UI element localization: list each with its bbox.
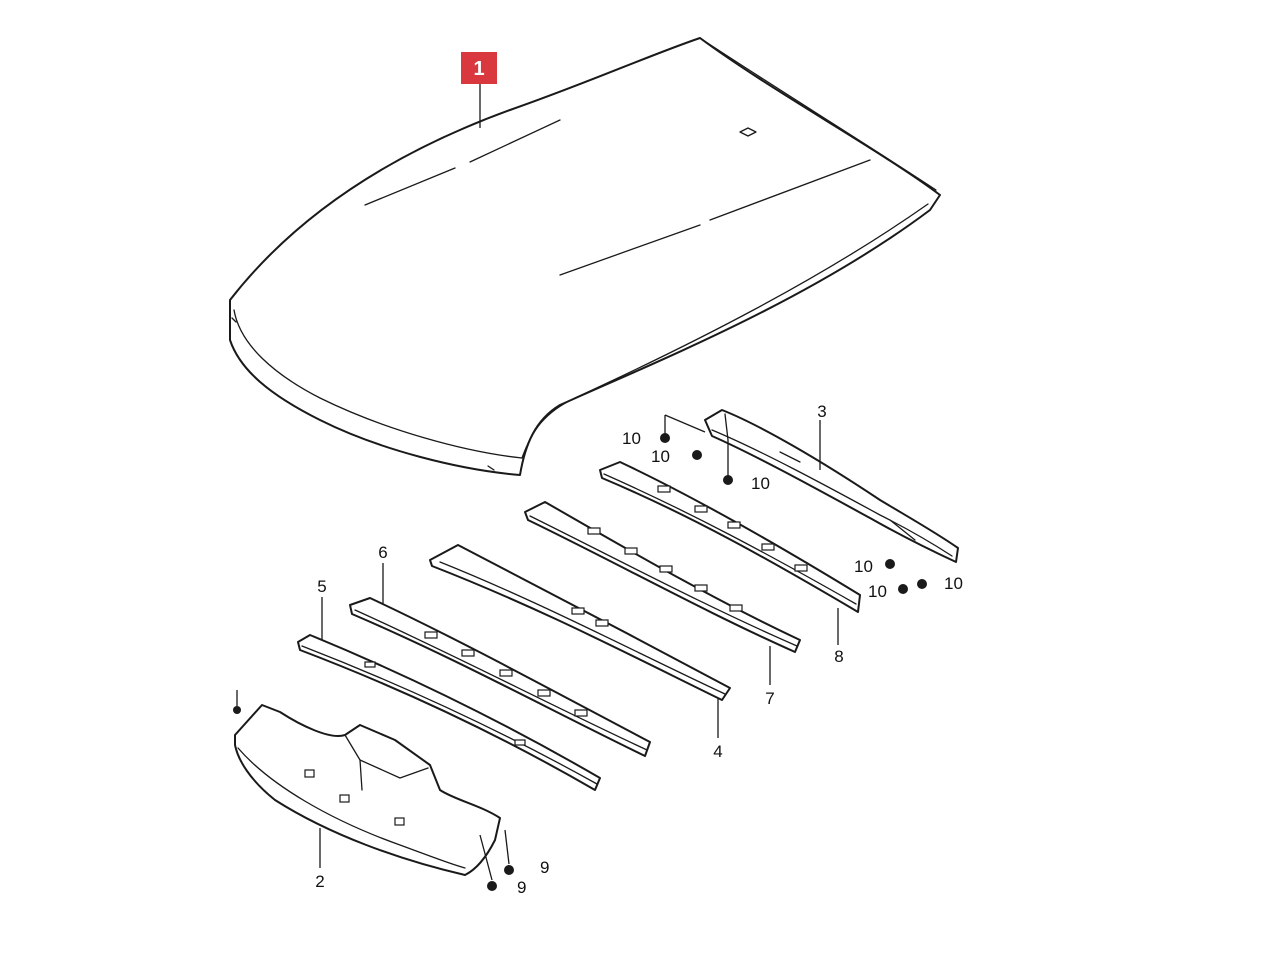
- bolt-10e: [898, 584, 908, 594]
- label-part-10a: 10: [622, 429, 641, 448]
- bolt-10b: [692, 450, 702, 460]
- label-part-6: 6: [378, 543, 387, 562]
- bolt-10d: [885, 559, 895, 569]
- label-part-7: 7: [765, 689, 774, 708]
- label-part-9b: 9: [517, 878, 526, 897]
- label-part-10b: 10: [651, 447, 670, 466]
- roof-bow-center[interactable]: [429, 544, 731, 701]
- roof-bow-middle[interactable]: [524, 501, 801, 653]
- bolt-left: [233, 706, 241, 714]
- front-roof-header[interactable]: [234, 704, 501, 876]
- label-part-2: 2: [315, 872, 324, 891]
- rear-roof-header[interactable]: [704, 409, 959, 563]
- leader-lines: [236, 84, 839, 881]
- bolt-9a: [504, 865, 514, 875]
- roof-bow-front[interactable]: [349, 597, 651, 757]
- front-roof-rail[interactable]: [297, 634, 601, 791]
- label-part-10f: 10: [944, 574, 963, 593]
- label-part-4: 4: [713, 742, 722, 761]
- label-part-10d: 10: [854, 557, 873, 576]
- roof-bow-rear[interactable]: [599, 461, 861, 613]
- highlight-badge: [461, 52, 497, 84]
- label-part-1: 1: [473, 58, 484, 80]
- bolt-9b: [487, 881, 497, 891]
- roof-panel[interactable]: [229, 37, 941, 476]
- label-part-5: 5: [317, 577, 326, 596]
- bolt-10a: [660, 433, 670, 443]
- label-part-9a: 9: [540, 858, 549, 877]
- label-part-8: 8: [834, 647, 843, 666]
- bolt-10c: [723, 475, 733, 485]
- label-part-10c: 10: [751, 474, 770, 493]
- callout-labels: 1 2 3 4 5 6 7 8 9 9 10 10 10 10 10 10: [315, 52, 963, 897]
- label-part-3: 3: [817, 402, 826, 421]
- bolts: [233, 433, 927, 891]
- label-part-10e: 10: [868, 582, 887, 601]
- bolt-10f: [917, 579, 927, 589]
